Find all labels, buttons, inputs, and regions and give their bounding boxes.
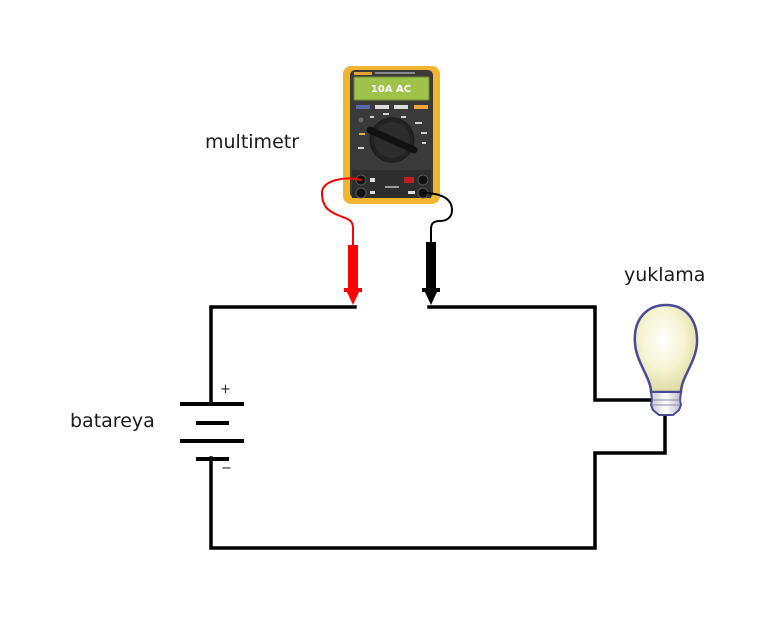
red-probe-guard [344,288,362,292]
meter-button[interactable] [414,105,428,109]
wire-black-probe-to-lamp [427,305,659,402]
black-lead-cable [422,192,454,242]
battery-symbol [180,402,244,461]
load-label: yuklama [624,264,706,286]
black-probe-body [426,242,436,289]
terminal-label [408,191,415,194]
red-lead-cable [320,177,362,246]
terminal-label [385,186,399,188]
wire-battery-to-red-probe [209,305,357,406]
red-probe-body [348,245,358,289]
display-reading: 10A AC [371,84,411,95]
terminal-ma[interactable] [355,187,367,199]
brand-logo [354,72,372,75]
battery-positive-sign: + [220,382,231,397]
model-text [375,72,415,74]
dial-markings [358,113,427,149]
terminal-label [370,178,375,182]
black-probe-guard [422,288,440,292]
multimeter: 10A AC [343,66,440,204]
battery-negative-sign: − [221,461,232,476]
red-test-lead[interactable] [320,177,362,305]
red-probe-tip [347,292,359,305]
bulb-glass [633,303,699,394]
battery-label: batareya [70,410,155,432]
multimeter-display [353,76,430,101]
rotary-dial-pointer [366,126,418,154]
black-test-lead[interactable] [422,192,454,305]
bulb-base [649,391,683,416]
wire-lamp-to-battery [209,414,667,550]
meter-button[interactable] [375,105,389,109]
terminal-label [370,191,375,194]
meter-button[interactable] [356,105,370,109]
circuit-wires [209,305,667,550]
multimeter-label: multimetr [205,131,300,153]
meter-button[interactable] [394,105,408,109]
black-probe-tip [425,292,437,305]
terminal-label-red [404,177,414,183]
light-bulb [633,303,699,416]
terminal-v-ohm[interactable] [417,174,429,186]
